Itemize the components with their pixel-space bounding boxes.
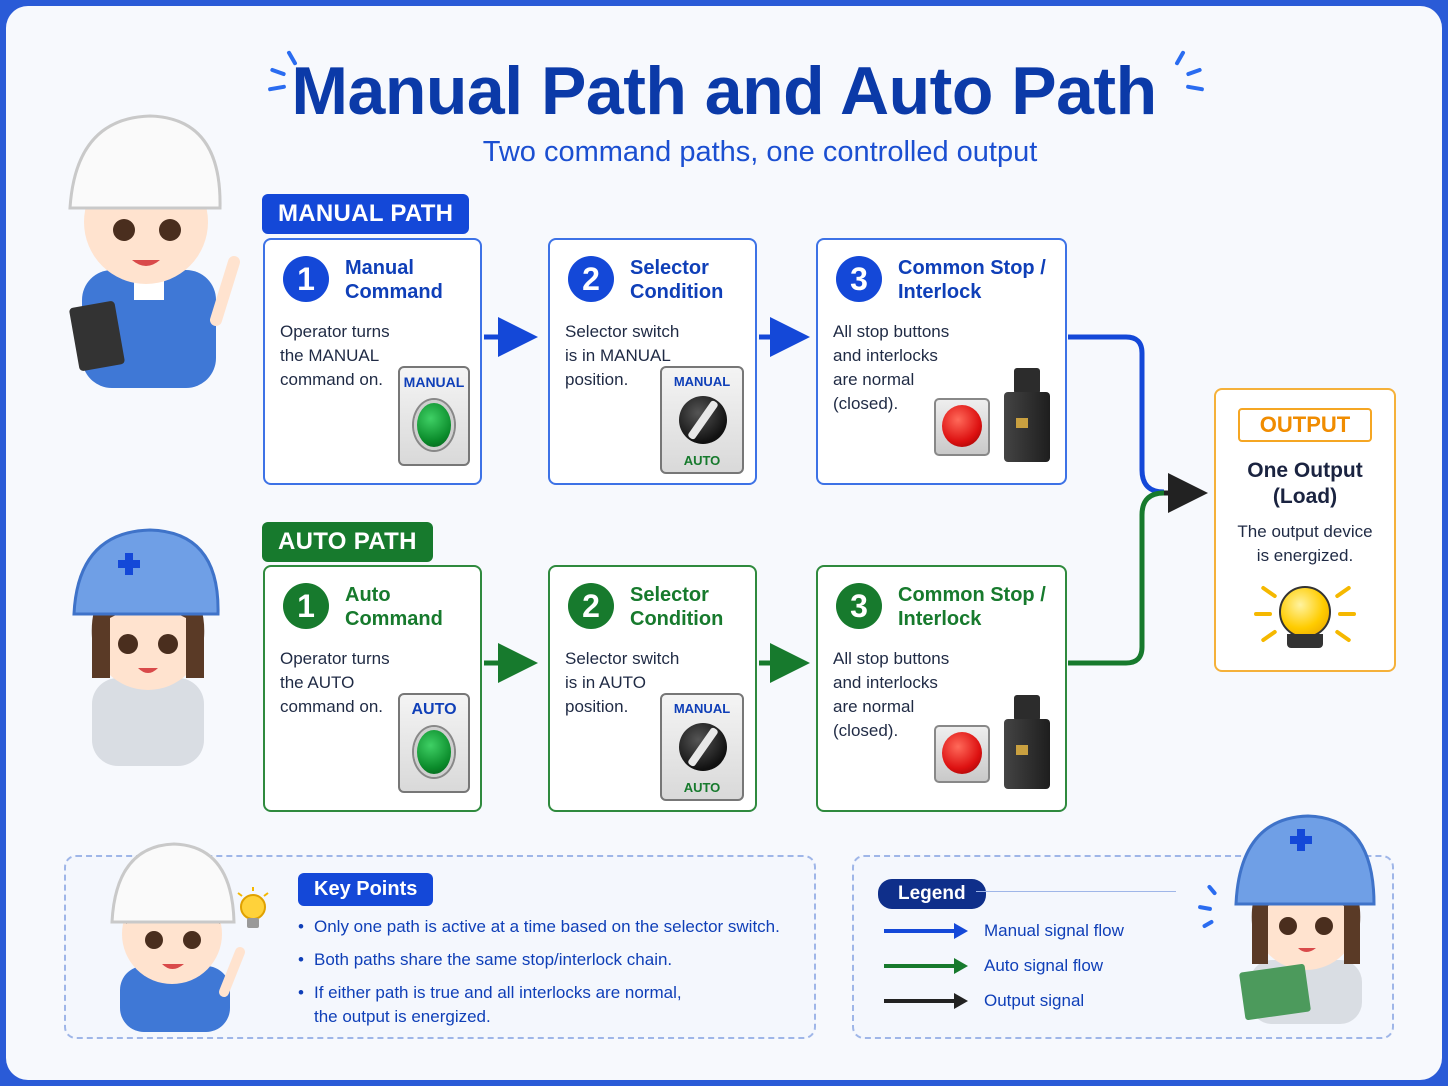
lightbulb-icon — [237, 887, 269, 928]
interlock-switch-icon — [1004, 695, 1050, 791]
lamp-ray — [1334, 629, 1352, 643]
selector-bottom-label: AUTO — [683, 780, 721, 795]
worker-pointing-illustration — [110, 842, 245, 1032]
legend-panel: Legend Manual signal flow Auto signal fl… — [852, 855, 1394, 1039]
page-subtitle: Two command paths, one controlled output — [482, 136, 1038, 168]
lamp-icon — [1279, 586, 1331, 638]
step-title: Selector Condition — [630, 257, 724, 303]
worker-reading-illustration — [1234, 814, 1376, 1024]
key-point-item: Both paths share the same stop/interlock… — [296, 948, 811, 972]
auto-path-tag: AUTO PATH — [262, 522, 433, 562]
pushbutton-label: MANUAL — [403, 374, 465, 390]
legend-label: Manual signal flow — [984, 921, 1124, 940]
interlock-switch-icon — [1004, 368, 1050, 464]
step-number: 1 — [283, 256, 329, 302]
output-tag: OUTPUT — [1238, 408, 1372, 442]
green-button-icon — [414, 400, 454, 450]
step-title: Common Stop / Interlock — [898, 257, 1046, 303]
legend-item-output: Output signal — [882, 989, 1084, 1013]
auto-step-2: 2 Selector Condition Selector switch is … — [548, 565, 757, 812]
step-number: 1 — [283, 583, 329, 629]
stop-button-icon — [934, 398, 990, 456]
step-title: Auto Command — [345, 584, 443, 630]
key-points-title: Key Points — [298, 873, 434, 906]
green-button-icon — [414, 727, 454, 777]
step-number: 3 — [836, 256, 882, 302]
output-arrow-icon — [884, 993, 968, 1009]
manual-step-3: 3 Common Stop / Interlock All stop butto… — [816, 238, 1067, 485]
pushbutton-label: AUTO — [411, 701, 457, 718]
page-title: Manual Path and Auto Path — [291, 53, 1157, 129]
step-number: 2 — [568, 256, 614, 302]
stop-button-icon — [934, 725, 990, 783]
output-box: OUTPUT One Output (Load) The output devi… — [1214, 388, 1396, 672]
manual-step-2: 2 Selector Condition Selector switch is … — [548, 238, 757, 485]
lamp-ray — [1260, 585, 1278, 599]
step-description: Operator turns the MANUAL command on. — [280, 322, 390, 389]
auto-arrow-to-output — [1068, 490, 1165, 666]
legend-label: Auto signal flow — [984, 956, 1104, 975]
selector-top-label: MANUAL — [673, 701, 731, 716]
legend-item-auto: Auto signal flow — [882, 954, 1103, 978]
worker-blue-helmet-illustration — [72, 528, 220, 766]
step-title: Common Stop / Interlock — [898, 584, 1046, 630]
selector-top-label: MANUAL — [673, 374, 731, 389]
output-description: The output device is energized. — [1237, 522, 1373, 565]
lamp-ray — [1260, 629, 1278, 643]
worker-white-helmet-illustration — [68, 114, 240, 388]
legend-label: Output signal — [984, 991, 1085, 1010]
manual-arrow-to-output — [1068, 334, 1165, 495]
manual-step-1: 1 Manual Command Operator turns the MANU… — [263, 238, 482, 485]
legend-divider — [976, 891, 1176, 892]
step-number: 3 — [836, 583, 882, 629]
lamp-ray — [1334, 585, 1352, 599]
lamp-ray — [1254, 612, 1272, 616]
auto-pushbutton-icon: AUTO — [398, 693, 470, 793]
step-description: Selector switch is in AUTO position. — [565, 649, 680, 716]
selector-switch-icon: MANUAL AUTO — [660, 693, 744, 801]
selector-knob-icon — [679, 396, 727, 444]
key-point-item: Only one path is active at a time based … — [296, 915, 811, 939]
manual-path-tag: MANUAL PATH — [262, 194, 470, 234]
output-title: One Output (Load) — [1247, 459, 1363, 508]
auto-step-3: 3 Common Stop / Interlock All stop butto… — [816, 565, 1067, 812]
step-description: All stop buttons and interlocks are norm… — [833, 649, 950, 740]
manual-pushbutton-icon: MANUAL — [398, 366, 470, 466]
auto-arrow-icon — [884, 958, 968, 974]
step-title: Manual Command — [345, 257, 443, 303]
auto-step-1: 1 Auto Command Operator turns the AUTO c… — [263, 565, 482, 812]
legend-title: Legend — [878, 879, 986, 909]
key-points-list: Only one path is active at a time based … — [296, 915, 811, 1038]
step-description: Operator turns the AUTO command on. — [280, 649, 390, 716]
step-number: 2 — [568, 583, 614, 629]
lamp-ray — [1338, 612, 1356, 616]
manual-arrow-icon — [884, 923, 968, 939]
step-description: Selector switch is in MANUAL position. — [565, 322, 680, 389]
selector-bottom-label: AUTO — [683, 453, 721, 468]
key-point-item: If either path is true and all interlock… — [296, 981, 811, 1029]
step-description: All stop buttons and interlocks are norm… — [833, 322, 950, 413]
lamp-base-icon — [1287, 634, 1323, 648]
selector-knob-icon — [679, 723, 727, 771]
selector-switch-icon: MANUAL AUTO — [660, 366, 744, 474]
legend-item-manual: Manual signal flow — [882, 919, 1124, 943]
step-title: Selector Condition — [630, 584, 724, 630]
